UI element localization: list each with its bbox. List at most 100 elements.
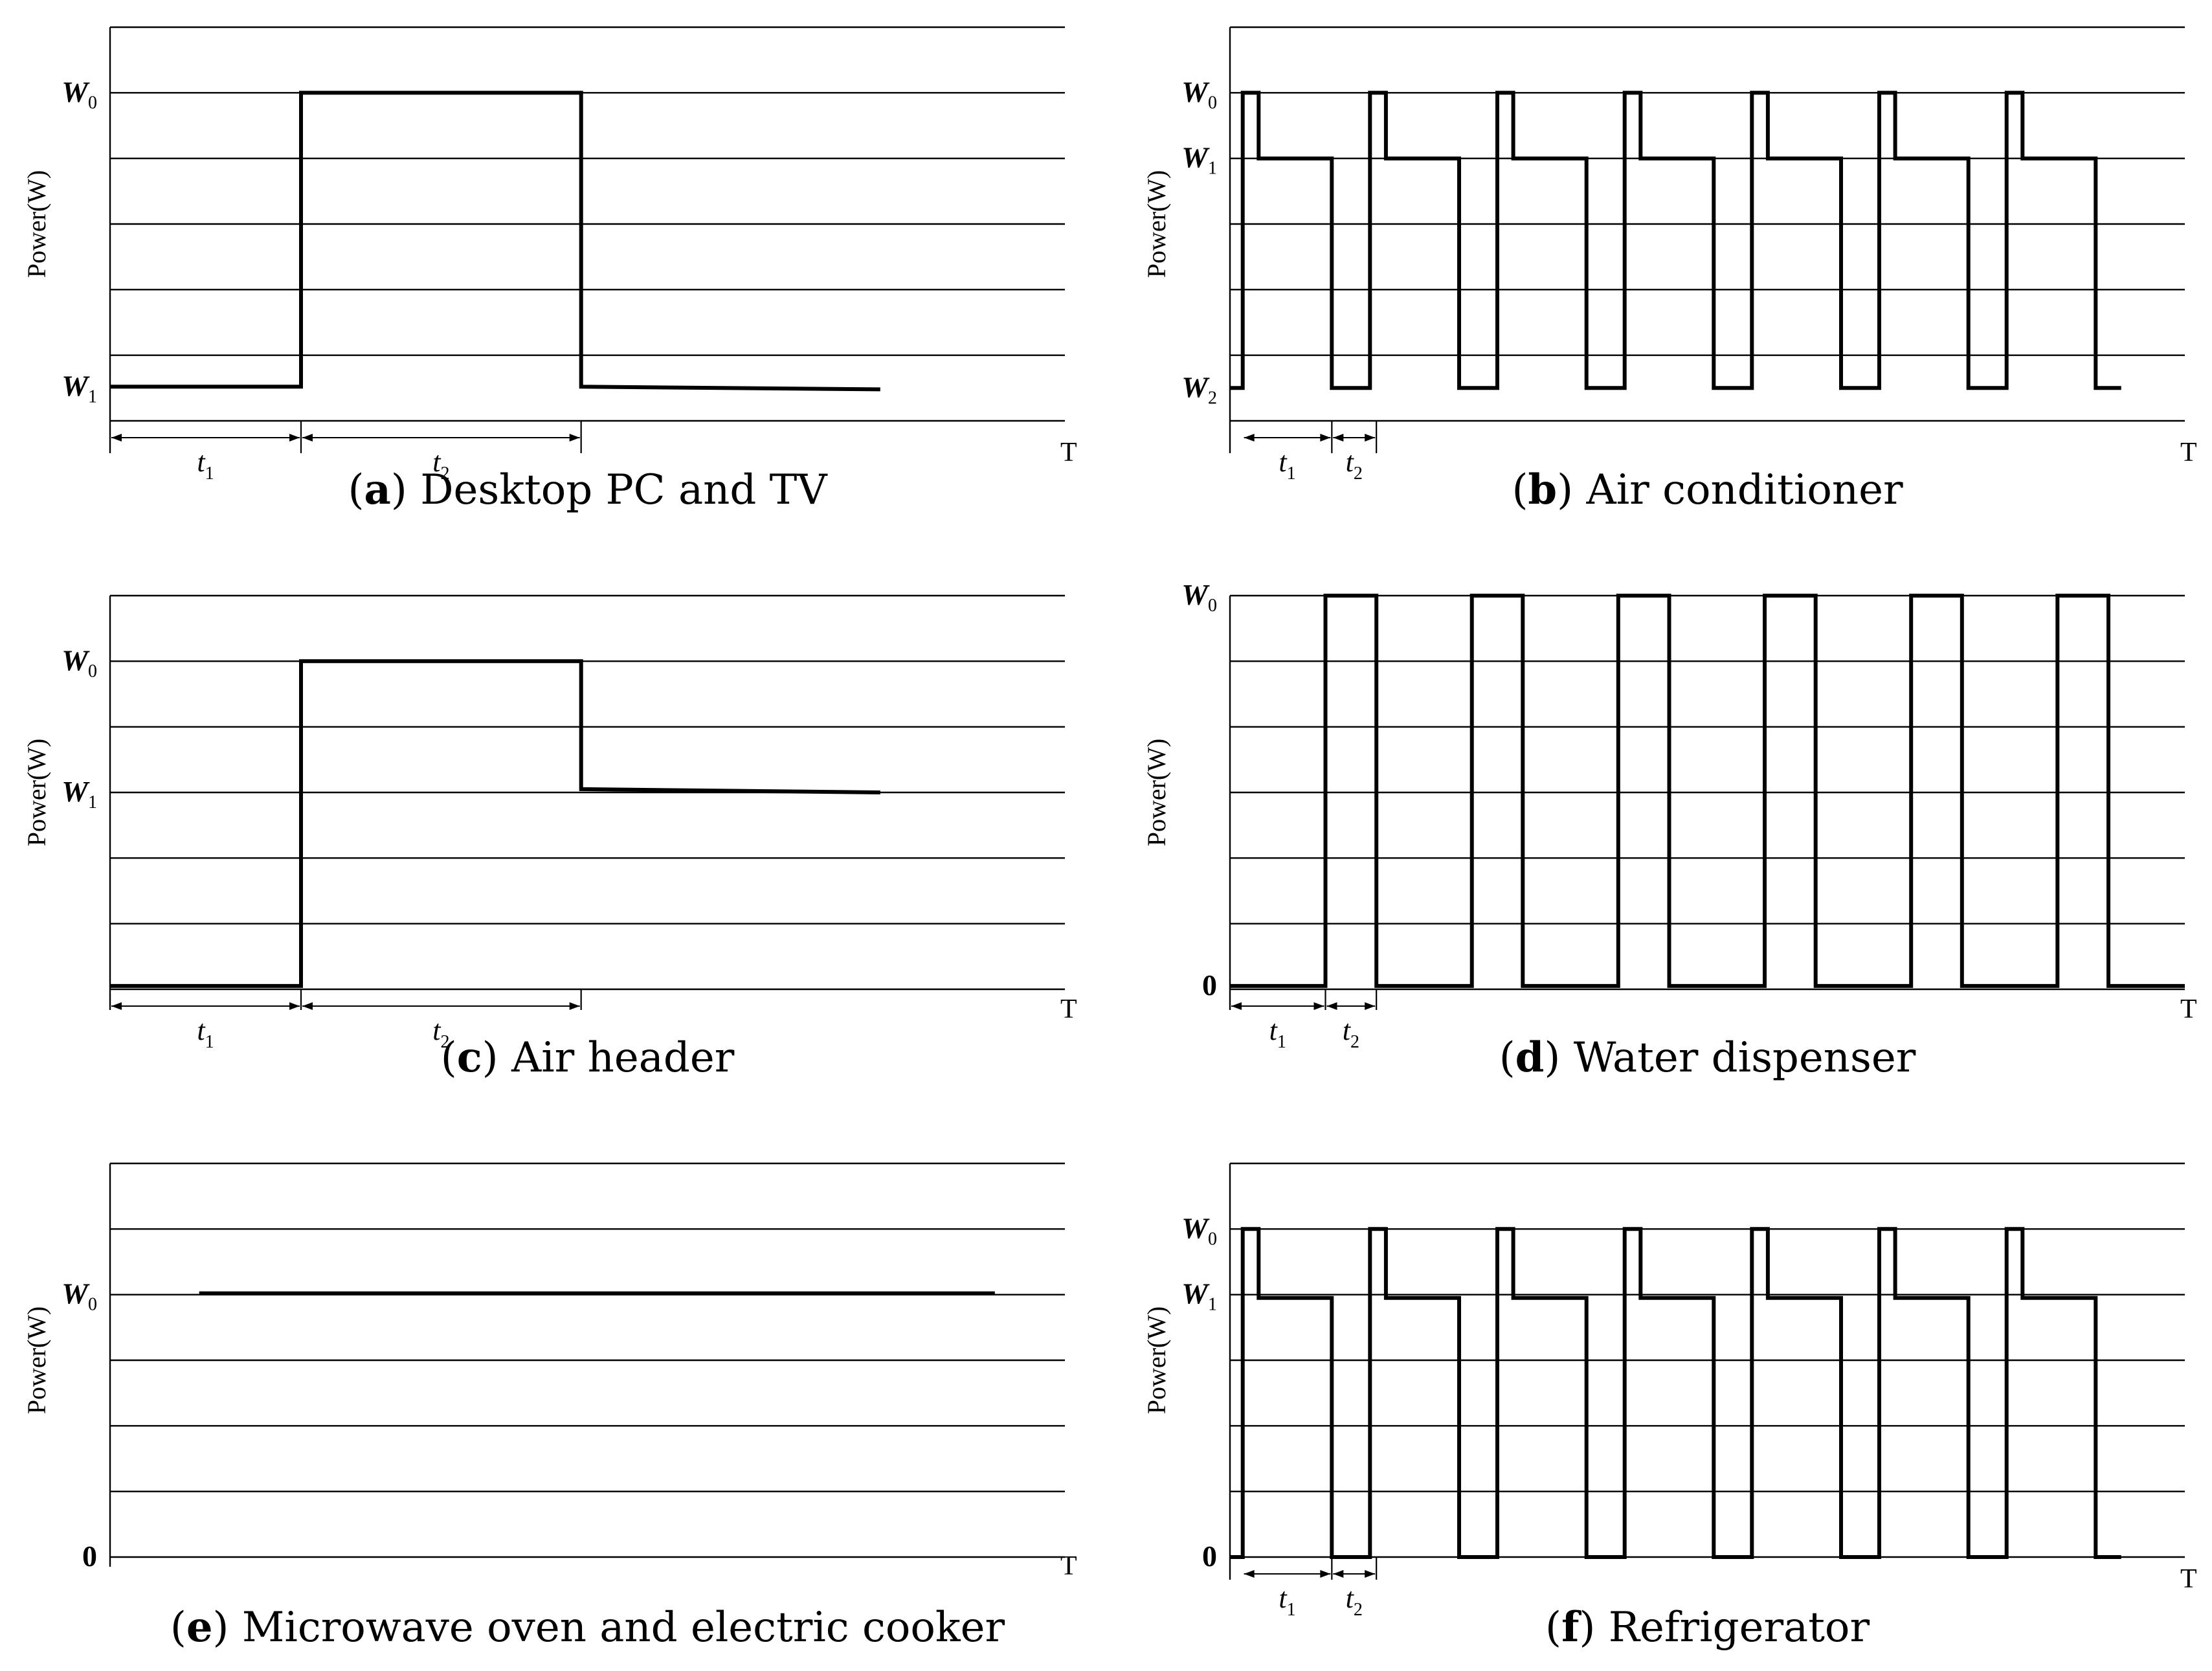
x-axis-label: T <box>2180 994 2197 1024</box>
interval-label-subscript: 1 <box>205 1032 214 1052</box>
caption-paren-close: ) <box>482 1034 511 1082</box>
interval-marker: t1 <box>111 421 302 484</box>
y-tick-label-subscript: 0 <box>1208 1229 1217 1249</box>
interval-marker: t1 <box>1231 989 1326 1052</box>
interval-label-text: t <box>432 446 441 478</box>
y-tick-label-subscript: 0 <box>88 93 97 113</box>
arrow-head-left <box>1333 1570 1344 1578</box>
interval-marker: t1 <box>1244 421 1333 484</box>
interval-marker: t2 <box>302 421 582 484</box>
interval-marker: t2 <box>1333 1557 1378 1620</box>
arrow-head-right <box>1365 1002 1376 1010</box>
y-tick-label-subscript: 1 <box>88 387 97 407</box>
interval-label-text: t <box>1269 1015 1279 1046</box>
arrow-head-right <box>1320 1570 1331 1578</box>
y-tick-label: W1 <box>1181 1277 1217 1315</box>
y-tick-label-subscript: 0 <box>1208 596 1217 616</box>
y-tick-label: W1 <box>61 775 97 813</box>
caption-letter: f <box>1561 1603 1581 1652</box>
interval-marker: t2 <box>1333 421 1378 484</box>
x-axis-label: T <box>1060 1551 1077 1581</box>
interval-label-subscript: 1 <box>1287 464 1296 484</box>
interval-label-subscript: 2 <box>1350 1032 1359 1052</box>
arrow-head-right <box>569 1002 580 1010</box>
interval-label-subscript: 2 <box>1354 1600 1363 1620</box>
caption-paren-open: ( <box>1545 1604 1561 1652</box>
interval-label-text: t <box>432 1015 441 1046</box>
panel-caption: (c) Air header <box>441 1033 735 1082</box>
x-axis-label: T <box>1060 438 1077 467</box>
x-axis-label: T <box>1060 994 1077 1024</box>
interval-label-text: t <box>1343 1015 1352 1046</box>
y-tick-label: W0 <box>1181 1211 1217 1249</box>
caption-paren-open: ( <box>348 466 364 514</box>
y-tick-label-subscript: 0 <box>88 661 97 681</box>
caption-paren-close: ) <box>1557 466 1586 514</box>
caption-letter: d <box>1515 1033 1545 1082</box>
interval-label-text: t <box>1346 446 1355 478</box>
y-tick-label-text: W <box>1181 1277 1210 1310</box>
y-axis-label: Power(W) <box>22 739 51 847</box>
interval-label: t1 <box>1269 1015 1286 1052</box>
caption-text: Desktop PC and TV <box>420 466 828 514</box>
caption-text: Air conditioner <box>1585 466 1903 514</box>
y-tick-label-text: W <box>61 775 90 808</box>
power-series-line <box>110 91 880 392</box>
interval-label-subscript: 2 <box>440 464 449 484</box>
arrow-head-right <box>1365 434 1376 442</box>
y-tick-label-text: W <box>1181 578 1210 611</box>
interval-label: t2 <box>432 446 449 484</box>
arrow-head-left <box>1244 434 1255 442</box>
caption-letter: e <box>186 1603 213 1652</box>
arrow-head-right <box>569 434 580 442</box>
y-tick-label-text: W <box>1181 1211 1210 1244</box>
y-tick-label-subscript: 1 <box>88 792 97 813</box>
y-tick-label-subscript: 2 <box>1208 388 1217 408</box>
panel-caption: (b) Air conditioner <box>1512 465 1903 514</box>
caption-text: Air header <box>511 1034 735 1082</box>
interval-label-subscript: 1 <box>205 464 214 484</box>
y-tick-label-text: 0 <box>1202 969 1217 1002</box>
interval-marker: t2 <box>1326 989 1378 1052</box>
y-tick-label: W0 <box>61 1277 97 1315</box>
interval-label-text: t <box>1279 446 1288 478</box>
y-tick-label: W0 <box>61 75 97 113</box>
y-tick-label-text: 0 <box>82 1540 97 1573</box>
arrow-head-left <box>1326 1002 1337 1010</box>
arrow-head-left <box>1333 434 1344 442</box>
interval-label-text: t <box>197 446 206 478</box>
interval-label: t2 <box>1346 446 1363 484</box>
interval-label-text: t <box>197 1015 206 1046</box>
interval-marker: t1 <box>1244 1557 1333 1620</box>
caption-letter: c <box>457 1033 482 1082</box>
y-axis-label: Power(W) <box>22 1307 51 1415</box>
arrow-head-right <box>289 1002 300 1010</box>
y-tick-label-text: W <box>61 369 90 402</box>
interval-label-subscript: 2 <box>1354 464 1363 484</box>
x-axis-label: T <box>2180 1564 2197 1594</box>
y-tick-label-subscript: 1 <box>1208 1295 1217 1315</box>
y-tick-label: 0 <box>82 1540 97 1573</box>
y-tick-label-subscript: 0 <box>88 1295 97 1315</box>
caption-paren-close: ) <box>213 1604 242 1652</box>
panel-caption: (f) Refrigerator <box>1545 1603 1870 1652</box>
interval-label: t1 <box>1279 446 1295 484</box>
interval-marker: t2 <box>302 989 582 1052</box>
caption-paren-close: ) <box>391 466 420 514</box>
power-series-line <box>110 659 880 988</box>
y-tick-label: W1 <box>1181 141 1217 179</box>
y-tick-label: W0 <box>1181 578 1217 616</box>
arrow-head-left <box>302 1002 313 1010</box>
power-series-line <box>1230 1227 2121 1559</box>
interval-label: t1 <box>197 446 214 484</box>
arrow-head-right <box>289 434 300 442</box>
caption-letter: a <box>364 465 390 514</box>
interval-label: t2 <box>1343 1015 1359 1052</box>
panel-caption: (d) Water dispenser <box>1499 1033 1916 1082</box>
y-tick-label-text: W <box>1181 75 1210 108</box>
